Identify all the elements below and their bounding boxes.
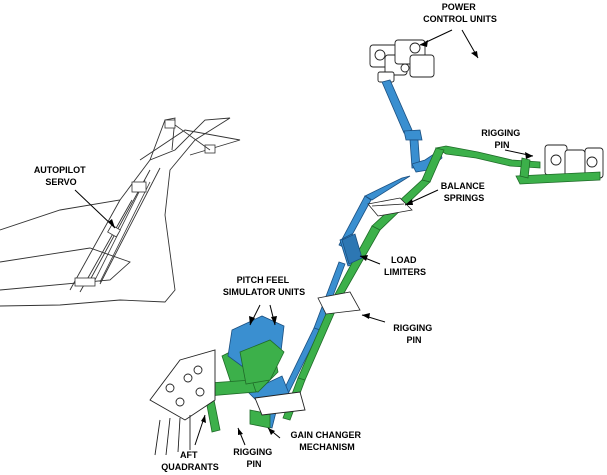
label-load-limiters-line1: LOAD bbox=[391, 255, 417, 265]
label-rigging-pin-mid: RIGGING PIN bbox=[393, 323, 435, 345]
balance-springs-bracket bbox=[367, 197, 413, 217]
label-power-control-units-line2: CONTROL UNITS bbox=[423, 14, 497, 24]
autopilot-cables bbox=[74, 119, 216, 287]
label-rigging-pin-bottom-line2: PIN bbox=[246, 459, 261, 469]
label-load-limiters-line2: LIMITERS bbox=[384, 267, 426, 277]
label-balance-springs-line1: BALANCE bbox=[441, 181, 485, 191]
mid-rigging-bracket bbox=[317, 291, 361, 315]
label-rigging-pin-mid-line1: RIGGING bbox=[393, 323, 432, 333]
label-aft-quadrants-line2: QUADRANTS bbox=[161, 462, 219, 472]
label-power-control-units-line1: POWER bbox=[442, 2, 477, 12]
label-gain-changer-mechanism: GAIN CHANGER MECHANISM bbox=[290, 430, 363, 452]
label-pitch-feel-line1: PITCH FEEL bbox=[237, 275, 290, 285]
label-rigging-pin-top-line1: RIGGING bbox=[481, 128, 520, 138]
label-rigging-pin-bottom: RIGGING PIN bbox=[233, 447, 275, 469]
aft-quadrants-structure bbox=[149, 349, 306, 456]
label-balance-springs-line2: SPRINGS bbox=[444, 193, 485, 203]
label-rigging-pin-bottom-line1: RIGGING bbox=[233, 447, 272, 457]
label-balance-springs: BALANCE SPRINGS bbox=[441, 181, 488, 203]
label-power-control-units: POWER CONTROL UNITS bbox=[423, 2, 497, 24]
arrowheads bbox=[108, 40, 533, 435]
label-gain-changer-line1: GAIN CHANGER bbox=[290, 430, 361, 440]
label-rigging-pin-top-line2: PIN bbox=[494, 140, 509, 150]
label-aft-quadrants-line1: AFT bbox=[180, 450, 198, 460]
right-pcu-assembly bbox=[544, 144, 604, 179]
label-autopilot-servo: AUTOPILOT SERVO bbox=[34, 165, 88, 187]
label-load-limiters: LOAD LIMITERS bbox=[384, 255, 426, 277]
label-gain-changer-line2: MECHANISM bbox=[299, 442, 355, 452]
power-control-units-assembly bbox=[369, 39, 435, 83]
label-pitch-feel-line2: SIMULATOR UNITS bbox=[223, 287, 305, 297]
label-rigging-pin-mid-line2: PIN bbox=[406, 335, 421, 345]
label-aft-quadrants: AFT QUADRANTS bbox=[161, 450, 219, 472]
label-autopilot-servo-line2: SERVO bbox=[45, 177, 76, 187]
label-pitch-feel-simulator-units: PITCH FEEL SIMULATOR UNITS bbox=[223, 275, 305, 297]
load-limiters-housing bbox=[341, 233, 363, 265]
label-autopilot-servo-line1: AUTOPILOT bbox=[34, 165, 86, 175]
pitch-feel-simulator-units bbox=[227, 315, 285, 385]
label-rigging-pin-top: RIGGING PIN bbox=[481, 128, 523, 150]
